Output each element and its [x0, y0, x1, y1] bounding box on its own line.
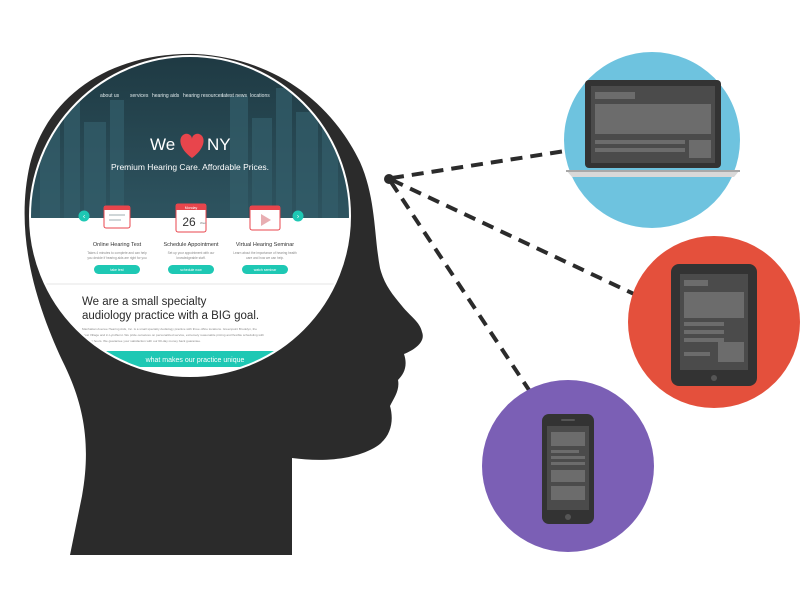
hero-ny: NY: [207, 135, 231, 154]
about-body: West Village and in Lyndhurst. We pride …: [82, 333, 264, 337]
feature-text: Set up your appointment with our: [168, 251, 216, 255]
watch-seminar-button[interactable]: [242, 265, 288, 274]
feature-text: Learn about the importance of hearing he…: [233, 251, 297, 255]
website-lens: about us services hearing aids hearing r…: [30, 56, 350, 376]
laptop-icon: [566, 80, 740, 177]
about-body: Manhattan Avenue Hearing Aids, Inc. is a…: [82, 327, 257, 331]
cta-bar[interactable]: [84, 351, 306, 367]
calendar-day: 26: [182, 215, 196, 229]
calendar-month: Monday: [185, 206, 198, 210]
heart-icon: [180, 133, 204, 158]
hero-tagline: Premium Hearing Care. Affordable Prices.: [111, 162, 269, 172]
about-body: evening hours. We guarantee your satisfa…: [82, 339, 201, 343]
about-headline: We are a small specialty: [82, 296, 207, 308]
nav-item[interactable]: latest news: [222, 93, 248, 99]
site-nav: about us services hearing aids hearing r…: [100, 93, 270, 99]
chevron-left-icon: ‹: [83, 214, 86, 221]
chevron-right-icon: ›: [297, 214, 300, 221]
take-test-button[interactable]: [94, 265, 140, 274]
schedule-now-button[interactable]: [168, 265, 214, 274]
hero-we: We: [150, 135, 175, 154]
nav-item[interactable]: hearing resources: [183, 93, 224, 99]
lens-rim: [29, 55, 351, 377]
watch-seminar-label: watch seminar: [254, 268, 277, 272]
about-headline: audiology practice with a BIG goal.: [82, 310, 259, 322]
feature-title: Online Hearing Test: [93, 242, 142, 248]
feature-text: you decide if hearing aids are right for…: [87, 256, 147, 260]
feature-title: Schedule Appointment: [163, 242, 219, 248]
feature-text: Takes 4 minutes to complete and can help: [87, 251, 147, 255]
nav-item[interactable]: services: [130, 93, 149, 99]
carousel-next-button[interactable]: [292, 210, 304, 222]
nav-item[interactable]: about us: [100, 93, 120, 99]
nav-item[interactable]: hearing aids: [152, 93, 180, 99]
carousel-prev-button[interactable]: [78, 210, 90, 222]
cta-label: what makes our practice unique: [145, 357, 245, 364]
feature-text: knowledgeable staff.: [176, 256, 205, 260]
video-icon: [249, 205, 281, 231]
phone-icon: [542, 414, 594, 524]
test-icon: [103, 205, 131, 229]
feature-title: Virtual Hearing Seminar: [236, 242, 294, 248]
calendar-side: Wed: [200, 221, 206, 225]
feature-text: care and how we can help.: [246, 256, 284, 260]
take-test-label: take test: [110, 268, 123, 272]
schedule-now-label: schedule now: [180, 268, 202, 272]
tablet-icon: [671, 264, 757, 386]
nav-item[interactable]: locations: [250, 93, 270, 99]
calendar-icon: Monday 26 Wed: [175, 203, 207, 233]
dashed-connectors: [389, 147, 635, 395]
